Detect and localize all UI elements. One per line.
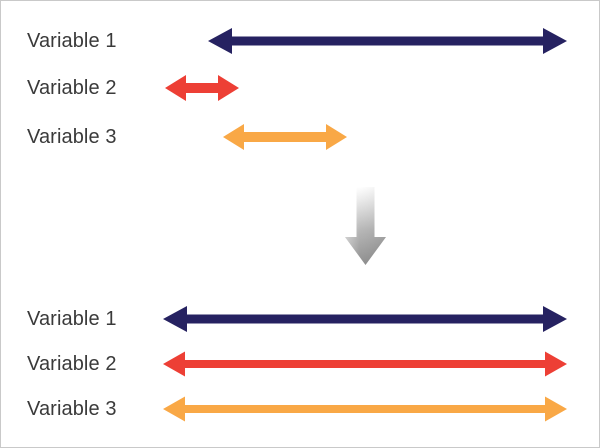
bottom-arrow-variable-1 [163, 306, 567, 332]
top-arrow-variable-1 [208, 28, 567, 54]
bottom-arrow-variable-2 [163, 351, 567, 377]
down-arrow-icon [345, 187, 386, 265]
top-arrow-variable-2 [165, 75, 239, 101]
top-label-variable-2: Variable 2 [27, 77, 117, 99]
bottom-label-variable-3: Variable 3 [27, 398, 117, 420]
top-arrow-variable-3 [223, 124, 347, 150]
bottom-label-variable-1: Variable 1 [27, 308, 117, 330]
bottom-arrow-variable-3 [163, 396, 567, 422]
bottom-label-variable-2: Variable 2 [27, 353, 117, 375]
top-label-variable-3: Variable 3 [27, 126, 117, 148]
top-label-variable-1: Variable 1 [27, 30, 117, 52]
